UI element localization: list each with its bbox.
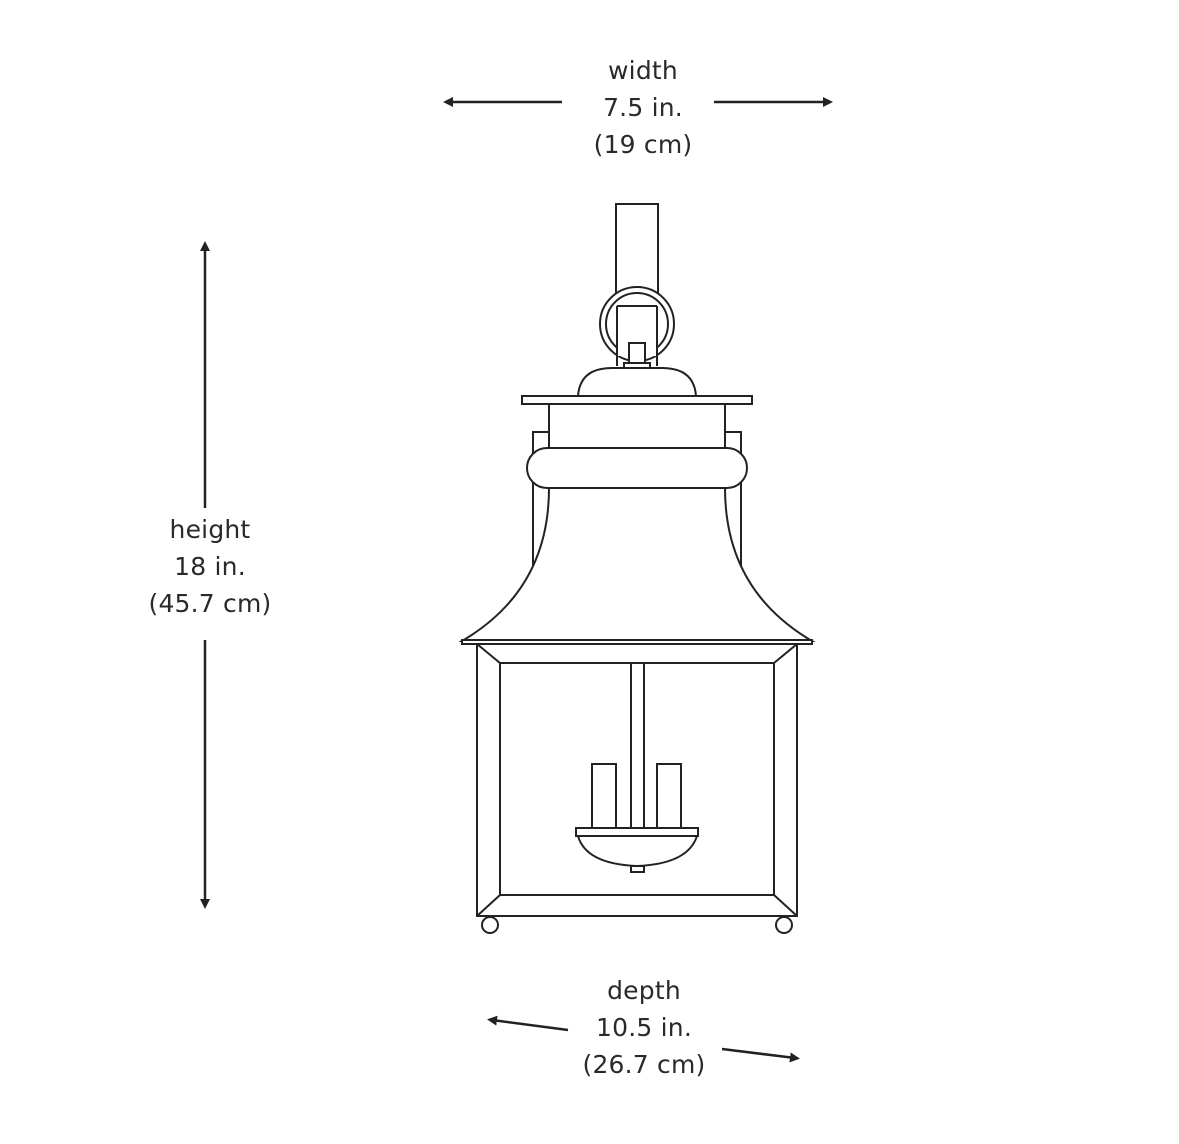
height-metric: (45.7 cm) [148,589,272,618]
depth-label: depth 10.5 in. (26.7 cm) [544,972,744,1083]
width-label: width 7.5 in. (19 cm) [543,52,743,163]
height-title: height [169,515,251,544]
depth-title: depth [607,976,681,1005]
lantern-illustration [458,203,816,934]
width-metric: (19 cm) [593,130,693,159]
depth-imperial: 10.5 in. [596,1013,692,1042]
height-label: height 18 in. (45.7 cm) [110,511,310,622]
depth-arrow [487,1015,800,1063]
depth-metric: (26.7 cm) [582,1050,706,1079]
width-title: width [608,56,678,85]
width-imperial: 7.5 in. [603,93,683,122]
height-imperial: 18 in. [174,552,246,581]
